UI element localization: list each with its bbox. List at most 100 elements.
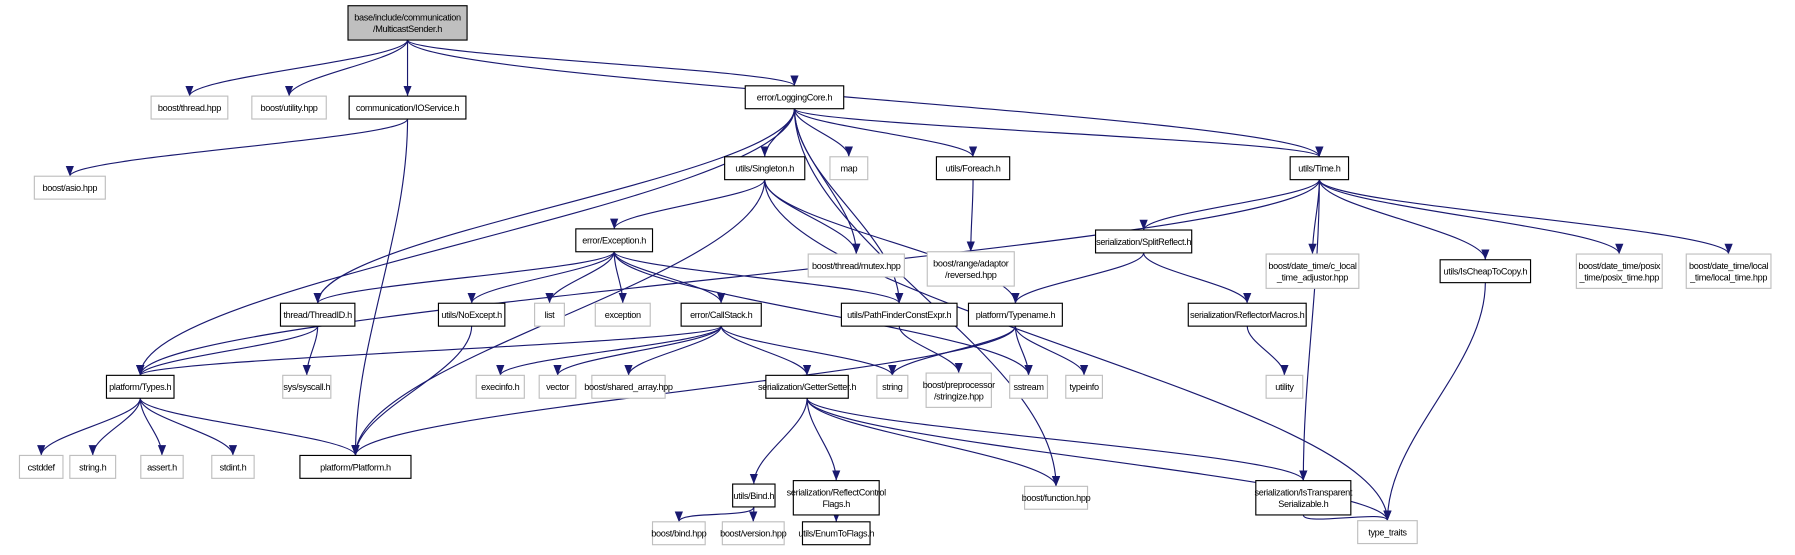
node-label: communication/IOService.h: [356, 103, 459, 113]
edge-root-to-time: [406, 39, 1324, 157]
node-error-callstack-h[interactable]: error/CallStack.h: [680, 302, 762, 327]
edge-time-to-localtime: [1318, 179, 1733, 255]
node-box: [801, 521, 871, 546]
edge-time-to-types: [136, 179, 1320, 376]
node-boost-preprocessor-stringize-hpp: boost/preprocessor/stringize.hpp: [923, 372, 995, 408]
node-label: utils/PathFinderConstExpr.h: [847, 310, 951, 320]
node-utils-pathfinderconstexpr-h[interactable]: utils/PathFinderConstExpr.h: [840, 302, 958, 327]
node-label: _time_adjustor.hpp: [1276, 272, 1348, 282]
node-box: [651, 521, 706, 546]
node-label: type_traits: [1368, 528, 1407, 538]
node-boost-bind-hpp: boost/bind.hpp: [651, 521, 707, 546]
node-box: [282, 374, 332, 399]
edge-ischeap-to-typetraits: [1383, 282, 1486, 521]
edge-foreach-to-reversed: [966, 179, 975, 252]
node-label: _time/local_time.hpp: [1689, 272, 1767, 282]
node-box: [18, 454, 64, 479]
node-box: [724, 156, 806, 181]
node-boost-range-adaptor-reversed-hpp: boost/range/adaptor/reversed.hpp: [926, 251, 1015, 287]
edge-pathfinder-to-stringize: [898, 325, 963, 374]
node-box: [967, 302, 1063, 327]
edge-time-to-splitreflect: [1139, 179, 1320, 231]
node-boost-shared-array-hpp: boost/shared_array.hpp: [584, 374, 673, 399]
node-label: sys/syscall.h: [283, 382, 330, 392]
node-serialization-splitreflect-h[interactable]: serialization/SplitReflect.h: [1094, 229, 1193, 254]
node-label: assert.h: [147, 462, 177, 472]
node-label: platform/Typename.h: [976, 310, 1056, 320]
node-label: utils/NoExcept.h: [441, 310, 502, 320]
edge-threadid-to-syscall: [302, 326, 319, 376]
edge-time-to-posix: [1318, 179, 1624, 255]
node-label: string: [882, 382, 903, 392]
node-serialization-reflectormacros-h[interactable]: serialization/ReflectorMacros.h: [1187, 302, 1307, 327]
node-box: [1289, 156, 1350, 181]
node-utils-noexcept-h[interactable]: utils/NoExcept.h: [437, 302, 506, 327]
edge-gettersetter-to-istransparent: [806, 397, 1308, 481]
edge-gettersetter-to-bind: [749, 398, 808, 485]
node-label: platform/Platform.h: [320, 462, 391, 472]
node-error-loggingcore-h[interactable]: error/LoggingCore.h: [744, 85, 845, 110]
node-error-exception-h[interactable]: error/Exception.h: [575, 228, 654, 253]
node-label: Serializable.h: [1278, 499, 1328, 509]
edge-callstack-to-execinfo: [496, 325, 722, 376]
node-string: string: [876, 374, 909, 399]
node-platform-types-h[interactable]: platform/Types.h: [105, 374, 175, 399]
edge-splitreflect-to-typename: [1011, 252, 1145, 304]
node-thread-threadid-h[interactable]: thread/ThreadID.h: [279, 302, 356, 327]
node-platform-typename-h[interactable]: platform/Typename.h: [967, 302, 1063, 327]
node-box: [840, 302, 958, 327]
node-utils-ischeaptocopy-h[interactable]: utils/IsCheapToCopy.h: [1439, 259, 1532, 284]
node-box: [792, 480, 880, 516]
node-communication-ioservice-h[interactable]: communication/IOService.h: [348, 95, 467, 120]
node-label: utils/Singleton.h: [735, 164, 794, 174]
edge-threadid-to-types: [136, 325, 319, 376]
node-box: [1023, 485, 1089, 510]
node-utils-singleton-h[interactable]: utils/Singleton.h: [724, 156, 806, 181]
edge-typename-to-sstream: [1014, 326, 1033, 376]
node-label: boost/date_time/posix: [1578, 261, 1660, 271]
node-assert-h: assert.h: [140, 454, 184, 479]
node-label: utils/Bind.h: [734, 491, 775, 501]
node-box: [765, 374, 849, 399]
node-serialization-gettersetter-h[interactable]: serialization/GetterSetter.h: [758, 374, 857, 399]
node-label: boost/thread.hpp: [158, 103, 221, 113]
node-exception: exception: [594, 302, 651, 327]
node-box: [299, 454, 412, 479]
node-box: [680, 302, 762, 327]
edge-singleton-to-typetraits: [764, 179, 1392, 521]
node-utils-bind-h[interactable]: utils/Bind.h: [732, 483, 776, 508]
node-utils-time-h[interactable]: utils/Time.h: [1289, 156, 1350, 181]
node-label: Flags.h: [822, 499, 850, 509]
node-utils-foreach-h[interactable]: utils/Foreach.h: [935, 156, 1011, 181]
node-box: [575, 228, 654, 253]
node-label: serialization/ReflectorMacros.h: [1190, 310, 1305, 320]
node-label: utils/Foreach.h: [946, 164, 1001, 174]
edge-reflmacros-to-utility: [1246, 326, 1289, 376]
node-box: [140, 454, 184, 479]
node-boost-version-hpp: boost/version.hpp: [720, 521, 787, 546]
node-box: [33, 175, 106, 200]
edge-types-to-platform: [139, 397, 360, 456]
node-type-traits: type_traits: [1357, 520, 1418, 545]
edge-logging-to-foreach: [793, 108, 978, 158]
edge-gettersetter-to-function: [806, 398, 1061, 487]
node-box: [876, 374, 909, 399]
node-label: exception: [605, 310, 641, 320]
node-label: /MulticastSender.h: [373, 24, 442, 34]
node-utils-enumtoflags-h[interactable]: utils/EnumToFlags.h: [798, 521, 875, 546]
edge-singleton-to-mutex: [764, 179, 861, 255]
edge-logging-to-threadid: [313, 108, 796, 304]
node-serialization-istransparentserializable-h[interactable]: serialization/IsTransparentSerializable.…: [1255, 480, 1353, 516]
node-box: [1439, 259, 1532, 284]
edge-callstack-to-types: [136, 325, 722, 376]
node-boost-date-time-local-time-local-time-hpp: boost/date_time/local_time/local_time.hp…: [1685, 253, 1772, 289]
edge-istransparent-to-typetraits: [1302, 510, 1392, 522]
node-platform-platform-h[interactable]: platform/Platform.h: [299, 454, 412, 479]
node-boost-function-hpp: boost/function.hpp: [1022, 485, 1091, 510]
node-stdint-h: stdint.h: [211, 454, 255, 479]
node-box: [1009, 374, 1049, 399]
edge-time-to-istransparent: [1299, 179, 1320, 481]
node-box: [538, 374, 577, 399]
